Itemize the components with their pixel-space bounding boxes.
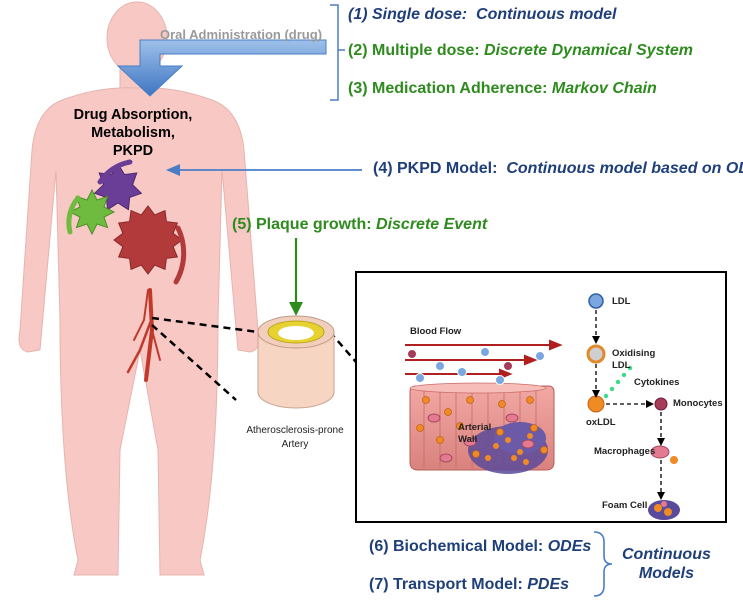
organ-label-line-2: Metabolism, [91, 125, 175, 141]
organ-label: Drug Absorption, Metabolism, PKPD [58, 106, 208, 160]
human-body [18, 1, 260, 576]
monocytes-label: Monocytes [673, 398, 723, 409]
pkpd-arrow [166, 164, 362, 176]
model-5-label: (5) Plaque growth: Discrete Event [232, 216, 487, 234]
model-5-name: Discrete Event [376, 216, 488, 233]
foam-cell-label: Foam Cell [602, 500, 648, 511]
oral-arrow [116, 39, 327, 97]
oxldl-label: oxLDL [586, 417, 616, 428]
model-6-name: ODEs [547, 538, 592, 555]
model-7-label: (7) Transport Model: PDEs [369, 576, 569, 594]
model-1-label: (1) Single dose: Continuous model [348, 6, 616, 24]
leg-arteries-icon [126, 288, 161, 382]
arterial-wall-line-1: Arterial [458, 422, 492, 433]
artery-label-line-2: Artery [281, 439, 309, 450]
plaque-arrow [289, 238, 303, 316]
model-6-prefix: (6) Biochemical Model: [369, 538, 544, 555]
model-3-prefix: (3) Medication Adherence: [348, 80, 548, 97]
continuous-brace [593, 531, 613, 597]
continuous-models-label: Continuous Models [622, 545, 711, 583]
oxidising-line-1: Oxidising [612, 348, 656, 359]
model-2-prefix: (2) Multiple dose: [348, 42, 480, 59]
ldl-label: LDL [612, 296, 631, 307]
model-1-name: Continuous model [476, 6, 617, 23]
model-3-label: (3) Medication Adherence: Markov Chain [348, 80, 657, 98]
continuous-models-line-2: Models [638, 565, 694, 582]
model-7-name: PDEs [527, 576, 570, 593]
model-6-label: (6) Biochemical Model: ODEs [369, 538, 591, 556]
cytokines-label: Cytokines [634, 377, 680, 388]
connector-lines [330, 4, 345, 101]
artery-label-line-1: Atherosclerosis-prone [246, 425, 344, 436]
continuous-models-line-1: Continuous [622, 546, 711, 563]
artery-label: Atherosclerosis-prone Artery [228, 424, 362, 452]
panel-particles [407, 347, 548, 465]
organ-label-line-1: Drug Absorption, [73, 107, 193, 123]
cytokine-dots [603, 365, 633, 399]
arterial-wall-line-2: Wall [458, 434, 478, 445]
red-gear-icon [113, 205, 183, 275]
oral-administration-label: Oral Administration (drug) [160, 27, 323, 42]
model-2-label: (2) Multiple dose: Discrete Dynamical Sy… [348, 42, 693, 60]
pathway-arrowheads [592, 336, 665, 500]
model-4-prefix: (4) PKPD Model: [373, 160, 498, 177]
gear-arcs [66, 159, 187, 285]
model-2-name: Discrete Dynamical System [484, 42, 694, 59]
pathway [586, 293, 680, 520]
model-3-name: Markov Chain [551, 80, 657, 97]
arterial-wall-label: Arterial Wall [458, 422, 491, 446]
model-7-prefix: (7) Transport Model: [369, 576, 523, 593]
model-5-prefix: (5) Plaque growth: [232, 216, 372, 233]
artery-cylinder-icon [257, 315, 335, 409]
pathway-arrows [595, 310, 662, 494]
oxidising-ldl-label: Oxidising LDL [612, 348, 655, 372]
model-4-label: (4) PKPD Model: Continuous model based o… [373, 160, 743, 178]
organ-label-line-3: PKPD [112, 143, 154, 159]
blood-flow-label: Blood Flow [410, 326, 462, 337]
oxidising-line-2: LDL [612, 360, 631, 371]
model-4-name: Continuous model based on ODEs [506, 160, 743, 177]
model-1-prefix: (1) Single dose: [348, 6, 468, 23]
macrophages-label: Macrophages [594, 446, 656, 457]
